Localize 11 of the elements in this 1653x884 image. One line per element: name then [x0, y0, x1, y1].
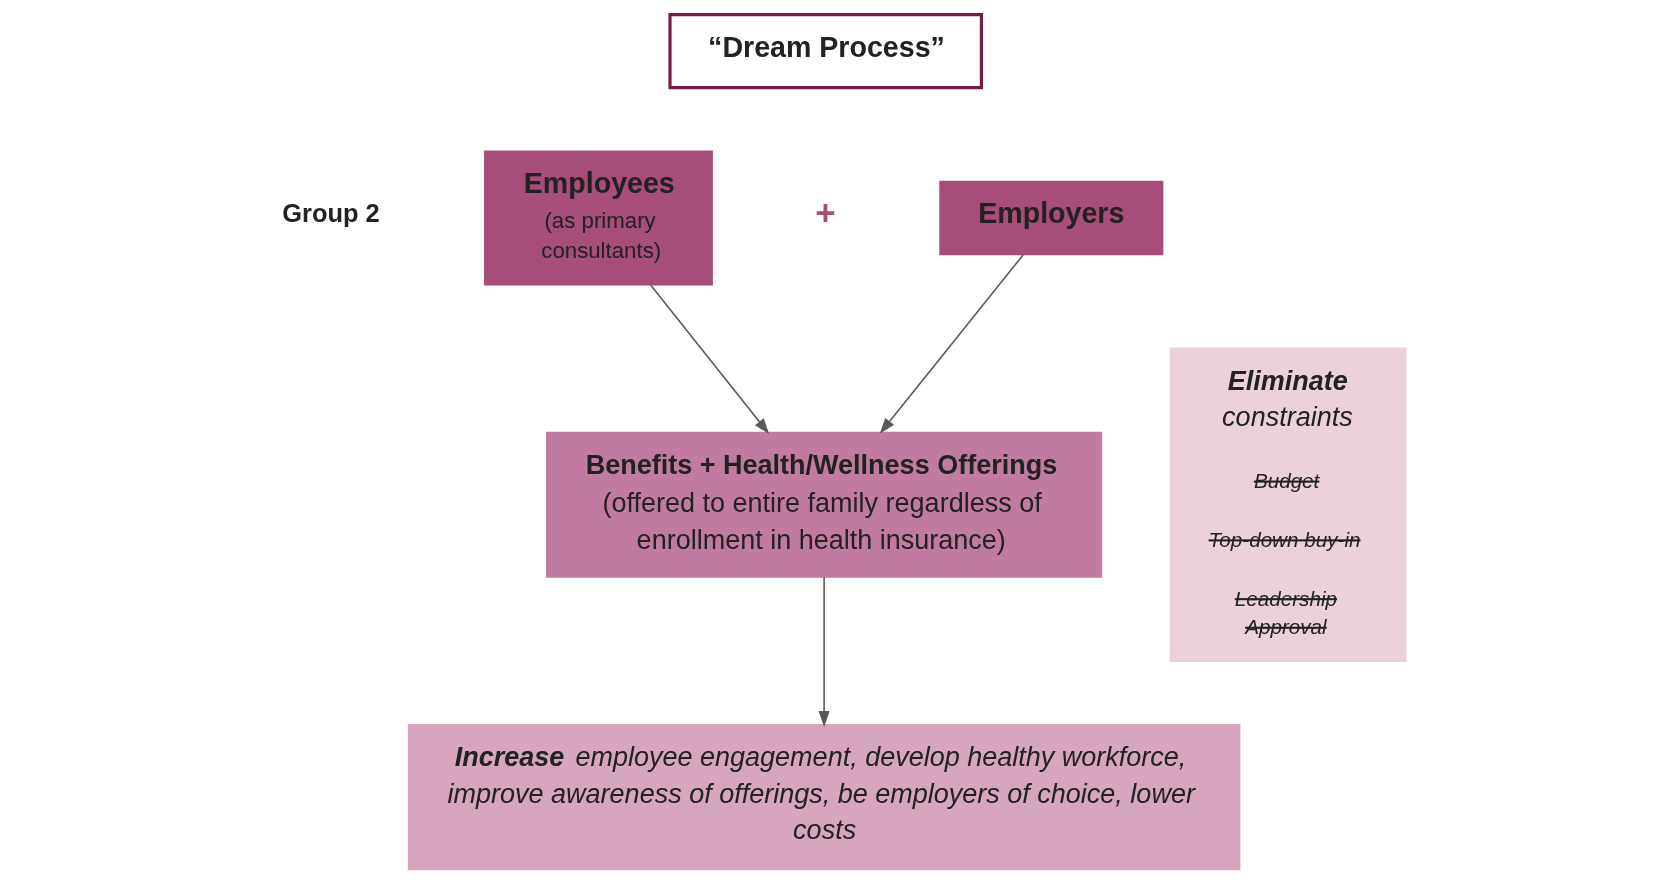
- node-box: Benefits + Health/Wellness Offerings (offered to entire family regardless of enrollment in health insurance): [546, 431, 1103, 578]
- arrow: [650, 284, 770, 435]
- arrow: [879, 254, 1024, 434]
- label: Group 2: [282, 199, 380, 228]
- label: +: [815, 193, 836, 233]
- node-box: Increase employee engagement, develop healthy workforce, improve awareness of offerings, be employers of choice, lower costs: [407, 724, 1241, 871]
- node-box: Employees (as primary consultants): [484, 150, 713, 286]
- node-box: Employers: [939, 180, 1164, 256]
- node-box: Eliminate constraints Budget Top-down buy-in Leadership Approval: [1169, 347, 1407, 663]
- node-box: “Dream Process”: [668, 13, 983, 90]
- arrow: [818, 576, 830, 727]
